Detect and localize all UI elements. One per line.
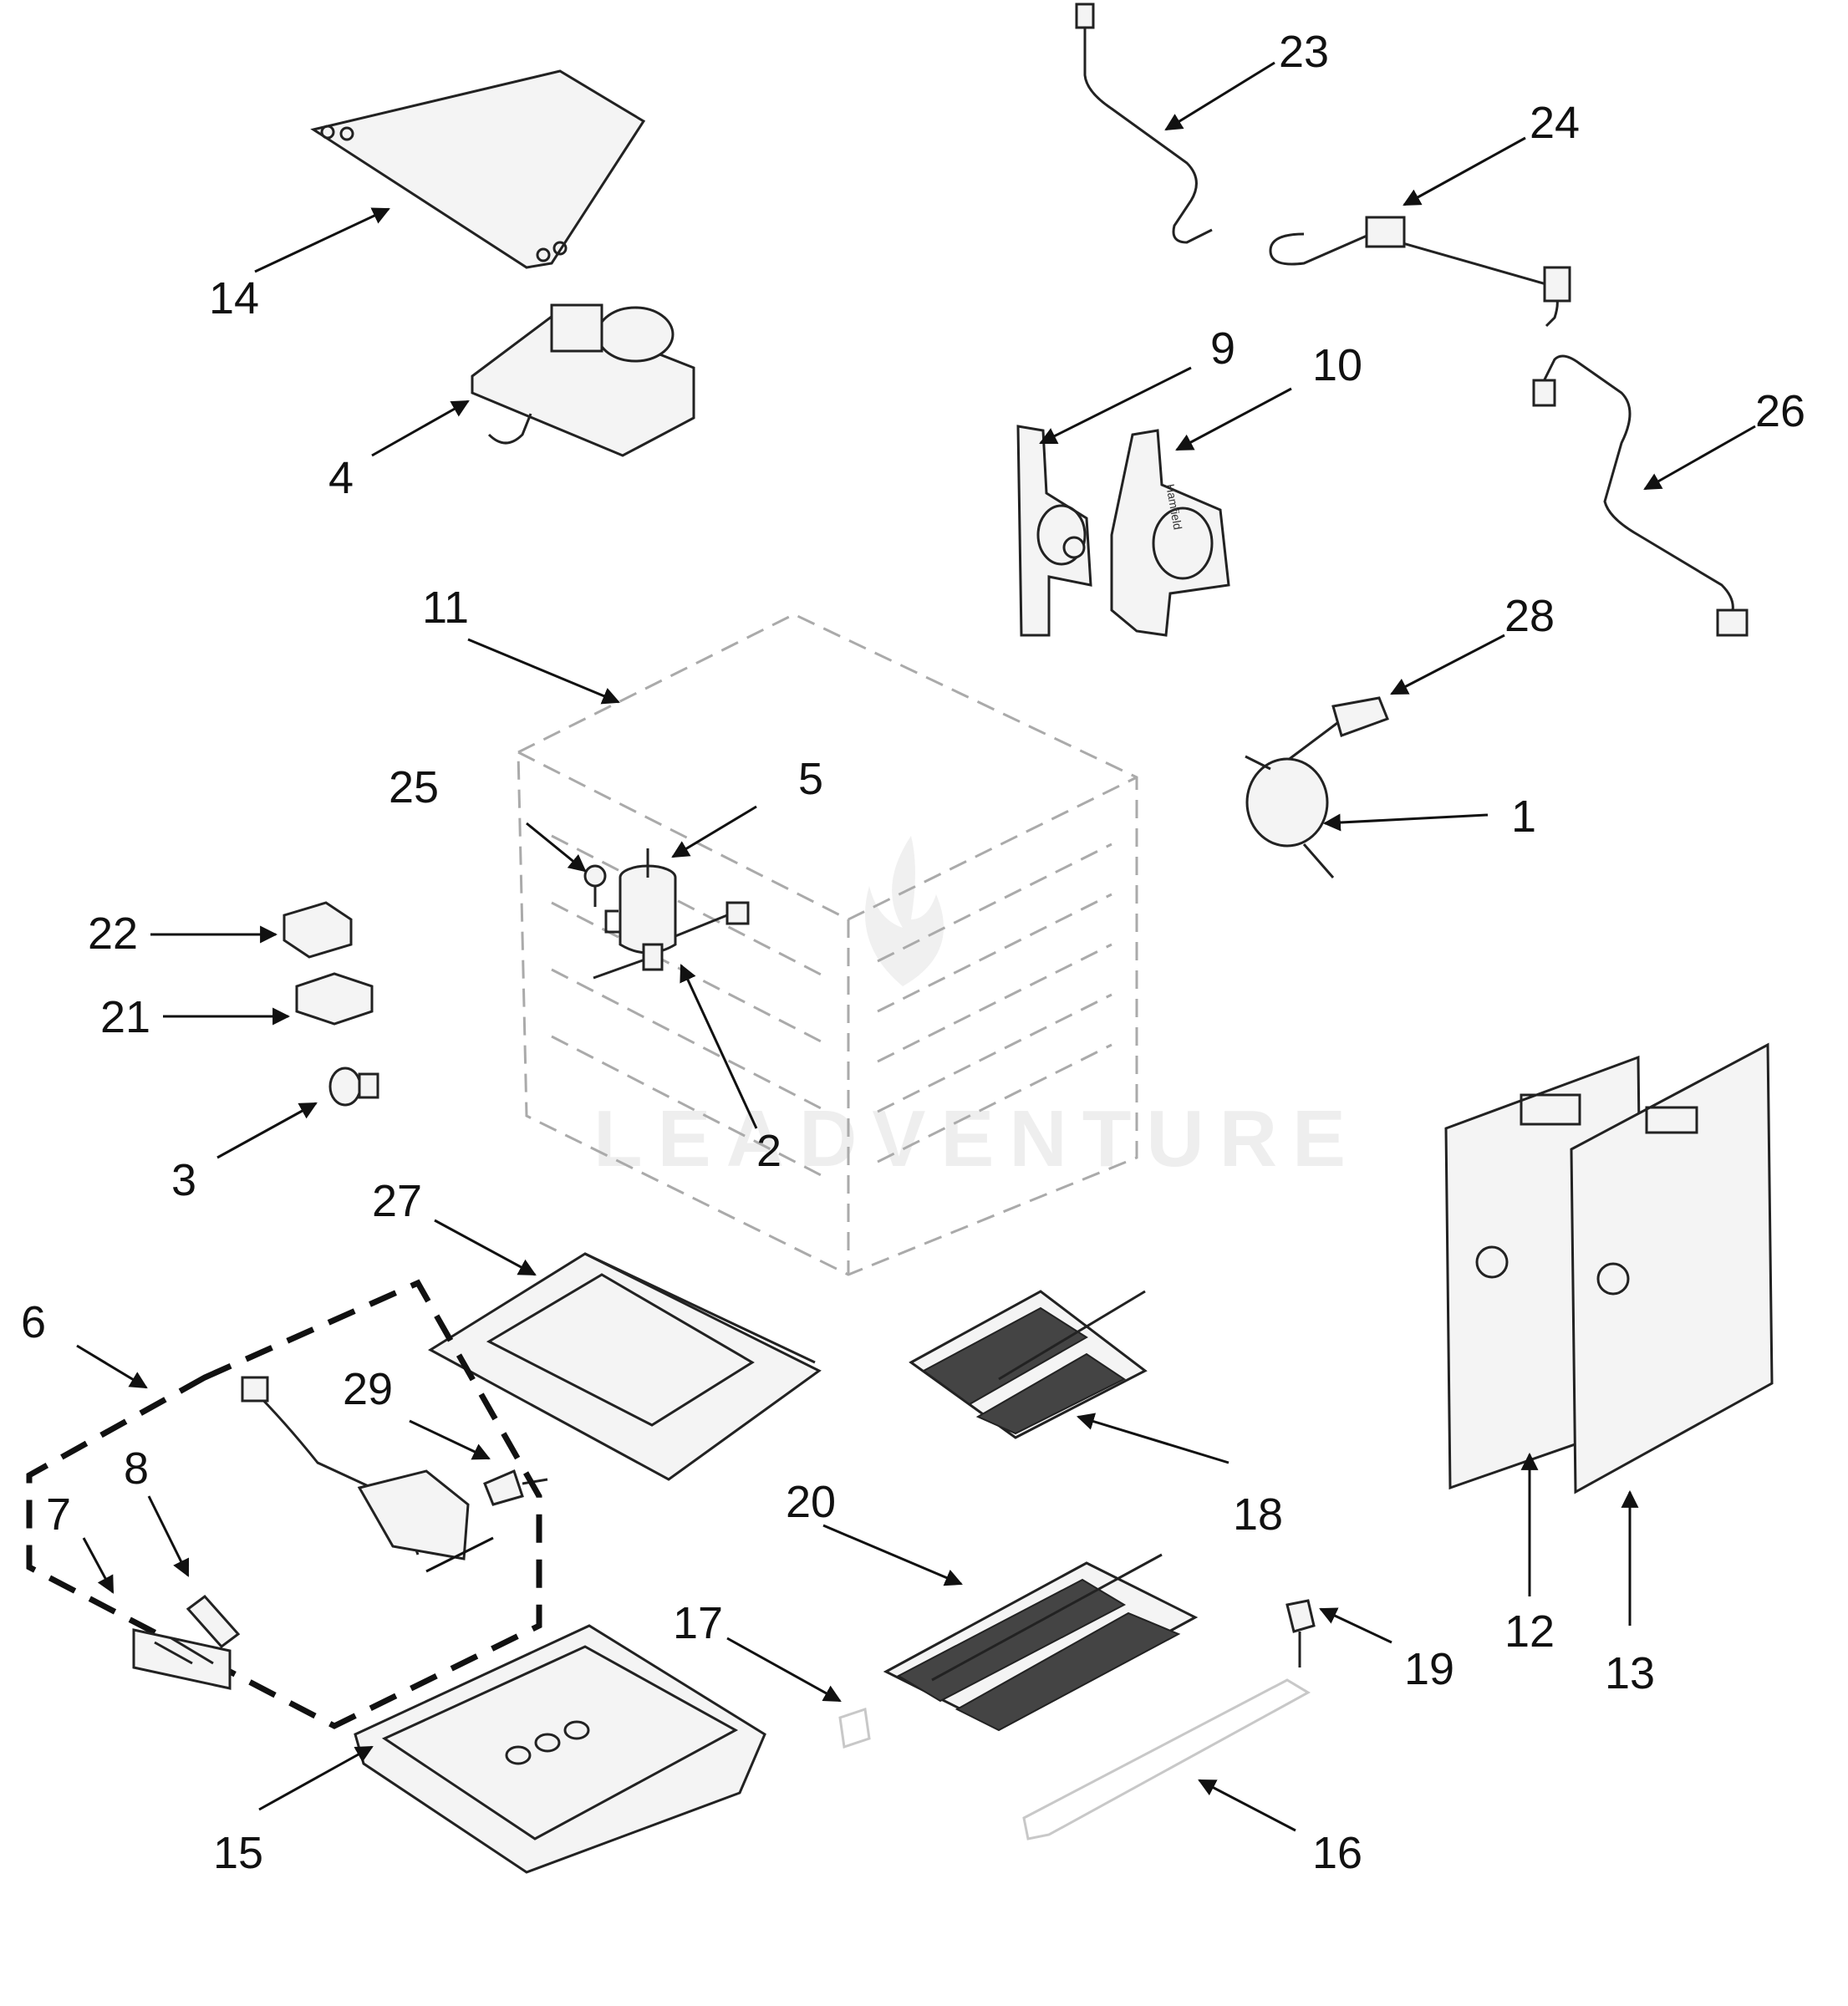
callout-14: 14 [209, 273, 259, 323]
watermark-text: LEADVENTURE [593, 1094, 1361, 1184]
callout-26: 26 [1755, 386, 1805, 436]
callout-9: 9 [1210, 323, 1235, 374]
callout-6: 6 [21, 1297, 46, 1347]
callout-15: 15 [213, 1828, 263, 1878]
part-24-gas-tube[interactable] [1269, 216, 1571, 328]
part-25-screw[interactable] [583, 864, 607, 907]
callout-23: 23 [1279, 27, 1329, 77]
part-23-gas-tube[interactable] [1075, 3, 1213, 244]
part-21-block[interactable] [295, 972, 374, 1026]
part-27-broil-pan[interactable] [428, 1252, 822, 1481]
part-15-oven-bottom[interactable] [354, 1624, 766, 1874]
callout-13: 13 [1605, 1648, 1655, 1698]
part-4-valve-assembly[interactable] [471, 303, 695, 457]
part-20-burner[interactable] [883, 1553, 1199, 1732]
part-14-plate[interactable] [310, 69, 646, 269]
part-22-bracket[interactable] [283, 901, 353, 959]
callout-17: 17 [673, 1598, 723, 1648]
callout-19: 19 [1404, 1644, 1454, 1694]
part-2-sensor[interactable] [593, 943, 664, 980]
callout-10: 10 [1312, 340, 1362, 390]
part-13-side-panel[interactable] [1570, 1042, 1774, 1494]
callout-4: 4 [328, 453, 354, 503]
part-26-gas-tube[interactable] [1532, 354, 1749, 637]
part-10-hinge-right[interactable]: Hamfield [1110, 429, 1230, 637]
callout-5: 5 [798, 754, 823, 804]
callout-7: 7 [46, 1489, 71, 1540]
watermark: LEADVENTURE [593, 836, 1361, 1184]
callout-29: 29 [343, 1364, 393, 1414]
callout-16: 16 [1312, 1828, 1362, 1878]
callout-3: 3 [171, 1155, 196, 1205]
part-3-knob[interactable] [328, 1067, 379, 1107]
callout-25: 25 [389, 762, 439, 812]
part-29-screw[interactable] [483, 1469, 548, 1506]
callout-18: 18 [1233, 1489, 1283, 1540]
callout-28: 28 [1504, 591, 1555, 641]
part-16-rail[interactable] [1022, 1678, 1311, 1841]
callout-labels: 1 2 3 4 5 6 7 8 9 10 11 12 13 14 15 16 1… [21, 27, 1805, 1878]
part-1-thermostat[interactable] [1245, 755, 1335, 878]
part-7-lens[interactable] [132, 1628, 232, 1690]
callout-8: 8 [124, 1443, 149, 1494]
part-28-screw[interactable] [1286, 696, 1389, 762]
part-19-screw[interactable] [1285, 1599, 1316, 1667]
part-6-light-kit[interactable] [26, 1279, 542, 1729]
part-5-igniter[interactable] [604, 848, 750, 955]
callout-12: 12 [1504, 1606, 1555, 1657]
callout-20: 20 [786, 1477, 836, 1527]
leader-lines [76, 61, 1756, 1832]
callout-27: 27 [372, 1176, 422, 1226]
part-18-burner[interactable] [909, 1290, 1148, 1439]
callout-22: 22 [88, 909, 138, 959]
callout-2: 2 [756, 1126, 781, 1176]
part-8-bulb[interactable] [186, 1594, 241, 1649]
callout-1: 1 [1511, 792, 1536, 842]
callout-21: 21 [100, 992, 150, 1042]
callout-11: 11 [422, 583, 469, 633]
part-17-bracket[interactable] [838, 1708, 871, 1749]
part-9-hinge-left[interactable] [1016, 425, 1092, 637]
callout-24: 24 [1530, 98, 1580, 148]
